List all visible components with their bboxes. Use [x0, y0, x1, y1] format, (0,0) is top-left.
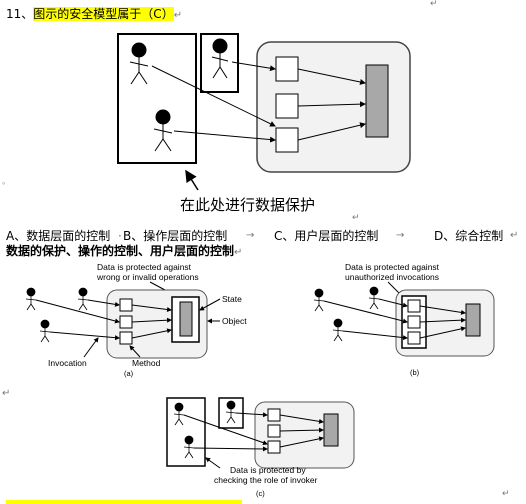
diagram-c-method-3	[267, 440, 281, 454]
diagram-a-method-1	[119, 298, 133, 312]
method-box-3	[275, 127, 299, 153]
question-highlight: 图示的安全模型属于（C）	[33, 7, 174, 21]
top-figure: 在此处进行数据保护 ◦ ↵ ↵	[2, 0, 438, 222]
paragraph-mark-bottom: ↵	[502, 488, 510, 498]
diagram-b-user-2	[368, 286, 380, 310]
diagram-a-top-label-2: wrong or invalid operations	[96, 272, 199, 282]
question-text: 图示的安全模型属于（	[33, 7, 154, 21]
diagram-b-top-label-1: Data is protected against	[345, 262, 440, 272]
paragraph-mark-summary: ↵	[234, 247, 243, 258]
diagram-c-bottom-label-2: checking the role of invoker	[214, 475, 318, 485]
diagram-b-top-label-2: unauthorized invocations	[345, 272, 439, 282]
diagram-ab: Data is protected against wrong or inval…	[25, 262, 495, 378]
summary-text: 数据的保护、操作的控制、用户层面的控制	[6, 244, 235, 258]
diagram-b-method-1	[407, 299, 421, 313]
diagram-c-method-2	[267, 424, 281, 438]
diagram-b-user-3	[332, 318, 344, 342]
diagram-a-state-block	[179, 301, 193, 337]
question-close: ）	[161, 7, 174, 21]
diagram-b-user-1	[313, 288, 325, 312]
method-box-1	[275, 56, 299, 82]
diagram-c-state-block	[323, 413, 339, 447]
diagram-a-invocation-label: Invocation	[48, 358, 87, 368]
diagram-a-object-label: Object	[222, 316, 247, 326]
diagram-a-user-3	[39, 319, 51, 343]
highlight-bar	[6, 500, 242, 504]
option-a[interactable]: A、数据层面的控制	[6, 229, 111, 243]
diagram-b-method-2	[407, 315, 421, 329]
top-figure-caption: 在此处进行数据保护	[180, 197, 315, 214]
diagram-a-method-label: Method	[132, 358, 161, 368]
user-figure-2	[211, 38, 229, 79]
question-answer: C	[153, 7, 162, 21]
diagram-a-user-2	[77, 287, 89, 311]
diagram-a-caption: (a)	[124, 369, 134, 378]
user-boundary-box	[117, 33, 197, 164]
user-figure-1	[129, 42, 149, 85]
diagram-b-state-block	[465, 303, 481, 337]
paragraph-mark: ↵	[173, 10, 183, 21]
diagram-a-state-label: State	[222, 294, 242, 304]
diagram-c-caption: (c)	[256, 489, 265, 498]
question-number: 11、	[6, 7, 34, 21]
diagram-c-user-3	[183, 435, 195, 459]
diagram-c: Data is protected by checking the role o…	[166, 397, 510, 498]
arrow-mark-2: →	[396, 230, 405, 241]
left-bullet-mark: ◦	[2, 178, 5, 188]
option-d[interactable]: D、综合控制	[434, 229, 504, 243]
option-separator: ·	[118, 229, 122, 243]
diagram-c-method-1	[267, 408, 281, 422]
arrow-mark-1: →	[246, 230, 255, 241]
paragraph-mark-options: ↵	[510, 230, 519, 241]
user-figure-3	[153, 109, 173, 152]
option-c[interactable]: C、用户层面的控制	[274, 229, 379, 243]
question-title: 11、图示的安全模型属于（C）↵	[6, 6, 182, 24]
option-b[interactable]: B、操作层面的控制	[123, 229, 228, 243]
diagram-b: Data is protected against unauthorized i…	[313, 262, 495, 377]
diagram-c-user-boundary	[166, 397, 206, 467]
diagram-c-user-2	[225, 400, 237, 424]
diagram-a: Data is protected against wrong or inval…	[25, 262, 247, 378]
diagram-b-caption: (b)	[410, 368, 420, 377]
paragraph-mark-left: ↵	[2, 388, 11, 399]
diagram-a-method-3	[119, 331, 133, 345]
method-box-2	[275, 93, 299, 119]
paragraph-mark-top: ↵	[430, 0, 438, 8]
options-row: A、数据层面的控制 · B、操作层面的控制 → C、用户层面的控制 → D、综合…	[6, 229, 526, 243]
diagram-c-user-1	[173, 402, 185, 426]
diagram-a-user-1	[25, 287, 37, 311]
state-block	[365, 64, 389, 138]
diagram-c-bottom-label-1: Data is protected by	[230, 465, 306, 475]
summary-line: 数据的保护、操作的控制、用户层面的控制↵	[6, 244, 242, 260]
paragraph-mark-caption: ↵	[352, 212, 360, 222]
diagram-b-method-3	[407, 331, 421, 345]
diagram-a-top-label-1: Data is protected against	[97, 262, 192, 272]
diagram-a-method-2	[119, 315, 133, 329]
